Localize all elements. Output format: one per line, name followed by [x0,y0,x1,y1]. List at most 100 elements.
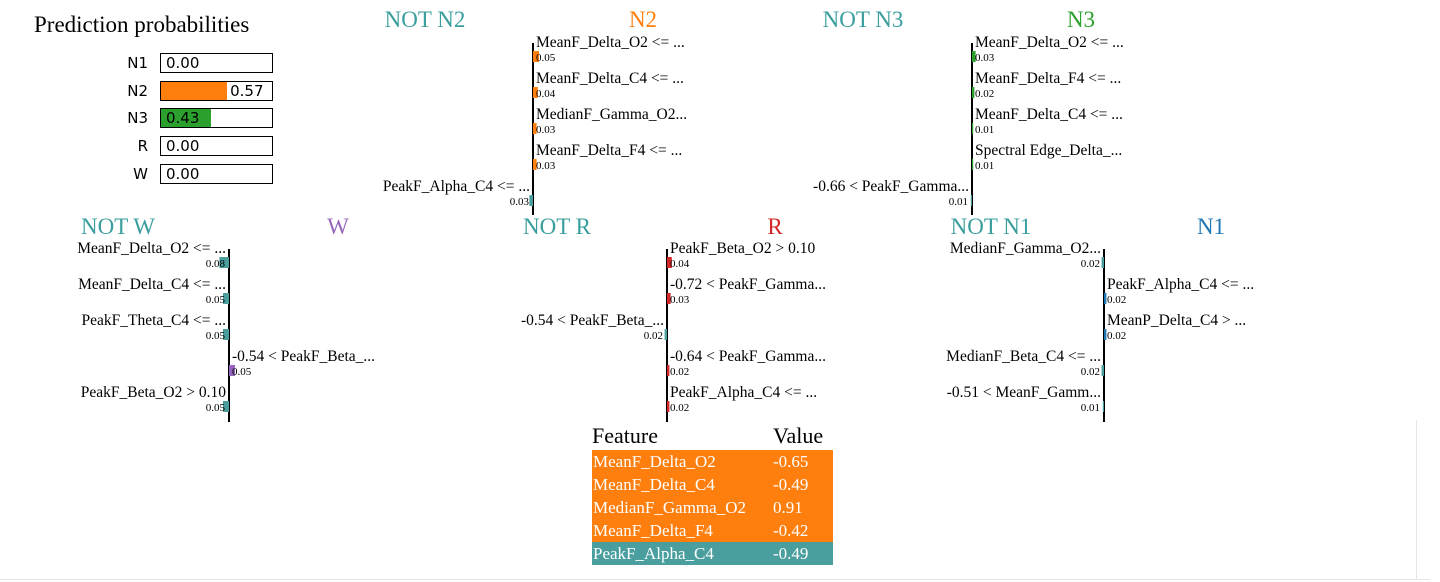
feature-weight-label: 0.05 [536,52,556,64]
probability-label: N1 [127,54,148,72]
feature-name-cell: MedianF_Gamma_O2 [593,497,746,517]
frame-edge-bottom [0,579,1430,580]
feature-weight-bar [667,293,671,304]
feature-label: MeanF_Delta_C4 <= ... [975,106,1123,123]
feature-weight-bar [223,329,229,340]
feature-weight-label: 0.02 [1107,294,1126,306]
feature-weight-bar [1104,329,1107,340]
feature-label: MeanF_Delta_F4 <= ... [975,70,1121,87]
feature-name-cell: MeanF_Delta_F4 [593,520,713,540]
class-title: N2 [629,7,657,32]
feature-weight-label: 0.01 [975,160,994,172]
feature-weight-label: 0.05 [206,402,226,414]
feature-row: PeakF_Alpha_C4 <= ...0.03 [383,178,533,208]
feature-label: MeanF_Delta_F4 <= ... [536,142,682,159]
feature-row: PeakF_Alpha_C4 <= ...0.02 [1104,276,1254,306]
probability-value: 0.00 [166,165,200,183]
feature-name-cell: MeanF_Delta_C4 [593,474,715,494]
class-title: N3 [1067,7,1095,32]
feature-label: PeakF_Alpha_C4 <= ... [670,384,817,401]
not-class-title: NOT N3 [823,7,904,32]
feature-weight-bar [223,401,229,412]
feature-label: MeanF_Delta_O2 <= ... [536,34,685,51]
probability-value: 0.00 [166,54,200,72]
feature-weight-bar [533,159,537,170]
probability-label: N2 [127,82,148,100]
feature-label: MedianF_Gamma_O2... [950,240,1101,257]
feature-label: -0.51 < MeanF_Gamm... [947,384,1101,401]
feature-weight-bar [533,51,539,62]
feature-label: -0.64 < PeakF_Gamma... [670,348,826,365]
feature-weight-label: 0.03 [510,196,530,208]
feature-row: Spectral Edge_Delta_...0.01 [972,142,1122,172]
probability-bar-fill [161,82,228,100]
feature-weight-label: 0.05 [206,330,226,342]
feature-row: -0.54 < PeakF_Beta_...0.02 [521,312,667,342]
probability-row-n1: N1 0.00 [0,53,300,75]
table-row: MeanF_Delta_C4 -0.49 [592,473,833,496]
feature-weight-label: 0.03 [536,160,556,172]
feature-label: MeanP_Delta_C4 > ... [1107,312,1246,329]
feature-weight-bar [223,293,229,304]
feature-label: PeakF_Beta_O2 > 0.10 [670,240,815,257]
feature-row: PeakF_Alpha_C4 <= ...0.02 [667,384,817,414]
feature-row: -0.66 < PeakF_Gamma...0.01 [813,178,972,208]
not-class-title: NOT N1 [951,214,1032,239]
feature-weight-label: 0.02 [644,330,663,342]
feature-row: MedianF_Gamma_O2...0.03 [533,106,687,136]
feature-weight-label: 0.02 [1081,258,1100,270]
feature-weight-label: 0.03 [536,124,556,136]
feature-weight-bar [667,401,670,412]
probability-bar: 0.57 [160,81,273,101]
feature-row: MeanF_Delta_F4 <= ...0.03 [533,142,682,172]
feature-weight-bar [533,87,538,98]
feature-weight-bar [529,195,533,206]
feature-row: MeanF_Delta_O2 <= ...0.05 [533,34,685,64]
feature-weight-label: 0.01 [1081,402,1100,414]
feature-weight-label: 0.05 [232,366,252,378]
probability-bar: 0.00 [160,53,273,73]
feature-value-cell: -0.49 [773,543,809,563]
feature-value-cell: -0.65 [773,451,809,471]
feature-row: MeanF_Delta_C4 <= ...0.04 [533,70,684,100]
feature-weight-bar [219,257,229,268]
feature-name-cell: MeanF_Delta_O2 [593,451,716,471]
feature-weight-bar [664,329,667,340]
table-row: PeakF_Alpha_C4-0.49 [592,542,833,565]
feature-weight-label: 0.03 [670,294,690,306]
not-class-title: NOT N2 [385,7,466,32]
feature-label: MedianF_Beta_C4 <= ... [946,348,1101,365]
probability-bar: 0.00 [160,164,273,184]
feature-value-cell: -0.49 [773,474,809,494]
feature-weight-label: 0.08 [206,258,226,270]
feature-label: -0.72 < PeakF_Gamma... [670,276,826,293]
feature-weight-bar [533,123,537,134]
feature-row: -0.64 < PeakF_Gamma...0.02 [667,348,826,378]
feature-label: MeanF_Delta_C4 <= ... [536,70,684,87]
feature-row: MeanF_Delta_C4 <= ...0.01 [972,106,1123,136]
feature-weight-bar [667,365,670,376]
feature-weight-bar [972,51,976,62]
feature-row: PeakF_Theta_C4 <= ...0.05 [82,312,229,342]
feature-row: MeanP_Delta_C4 > ...0.02 [1104,312,1246,342]
feature-label: MeanF_Delta_C4 <= ... [78,276,226,293]
feature-weight-bar [1102,401,1104,412]
feature-weight-bar [667,257,672,268]
feature-row: MedianF_Beta_C4 <= ...0.02 [946,348,1104,378]
feature-weight-label: 0.04 [536,88,556,100]
feature-weight-bar [972,87,975,98]
probability-bar: 0.00 [160,136,273,156]
feature-label: MeanF_Delta_O2 <= ... [975,34,1124,51]
feature-weight-bar [1101,365,1104,376]
